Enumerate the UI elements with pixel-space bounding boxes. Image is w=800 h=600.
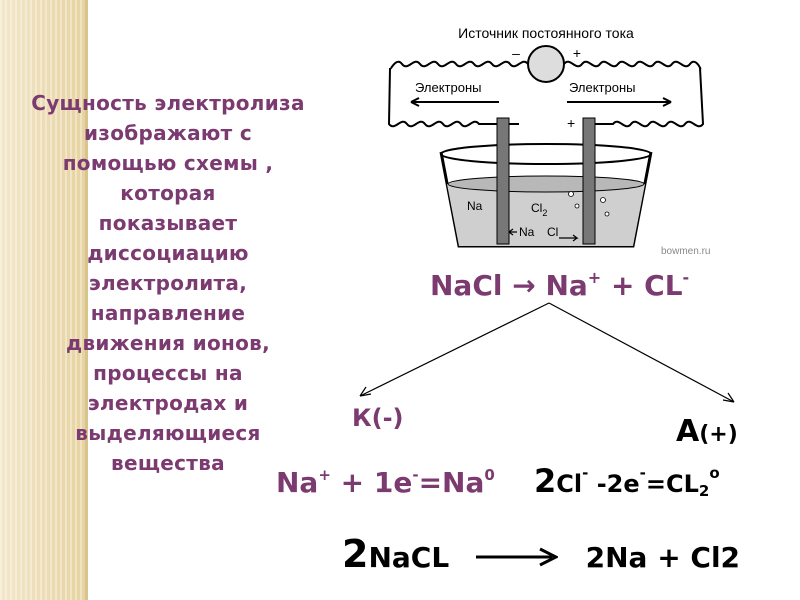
cathode-half-reaction: Na+ + 1e-=Na0 [276,466,495,499]
wire-top-left [387,60,529,128]
ion-cl-minus-label: Cl [547,225,558,239]
description-line: электродах и [87,391,249,415]
power-source-circle [527,45,565,83]
decorative-side-stripe [0,0,88,600]
cathode-label: К(-) [352,404,404,432]
wire-top-right [563,60,705,128]
electron-arrow-left [410,97,499,107]
description-line: помощью схемы , [62,151,274,175]
anode-half-reaction: 2Cl- -2e-=CL2o [534,462,720,500]
description-line: диссоциацию [87,241,249,265]
description-line: процессы на [93,361,243,385]
description-text: Сущность электролиза изображают с помощью … [0,88,336,478]
description-line: Сущность электролиза [31,91,305,115]
description-line: которая [120,181,216,205]
overall-equation: 2NaCL 2Na + Cl2 [342,532,741,576]
description-line: движения ионов, [66,331,270,355]
electrons-left-label: Электроны [415,80,482,95]
ion-na-plus-label: Na [519,225,535,239]
electrolysis-apparatus-diagram: Источник постоянного тока – + Электроны … [381,24,711,258]
power-source-label: Источник постоянного тока [458,25,634,41]
anode-plus-sign: + [567,115,575,131]
ion-na-label: Na [467,199,483,213]
description-line: вещества [111,451,225,475]
anode-electrode [582,117,596,245]
description-line: направление [90,301,246,325]
electrons-right-label: Электроны [569,80,636,95]
ion-cl2-label: Cl2 [531,201,547,218]
ion-arrows [508,228,579,242]
beaker-rim [440,143,652,165]
description-line: изображают с [83,121,252,145]
cathode-electrode [496,117,510,245]
description-line: показывает [98,211,238,235]
cathode-minus-sign: – [509,115,517,131]
source-plus-sign: + [573,45,581,61]
description-line: электролита, [88,271,248,295]
anode-label: А(+) [676,414,738,449]
solution-surface [447,175,645,193]
description-line: выделяющиеся [75,421,261,445]
electron-arrow-right [567,97,672,107]
image-watermark: bowmen.ru [661,246,710,257]
source-minus-sign: – [512,45,520,61]
dissociation-equation: NaCl → Na+ + CL- [430,268,690,302]
long-arrow-icon [476,547,559,566]
